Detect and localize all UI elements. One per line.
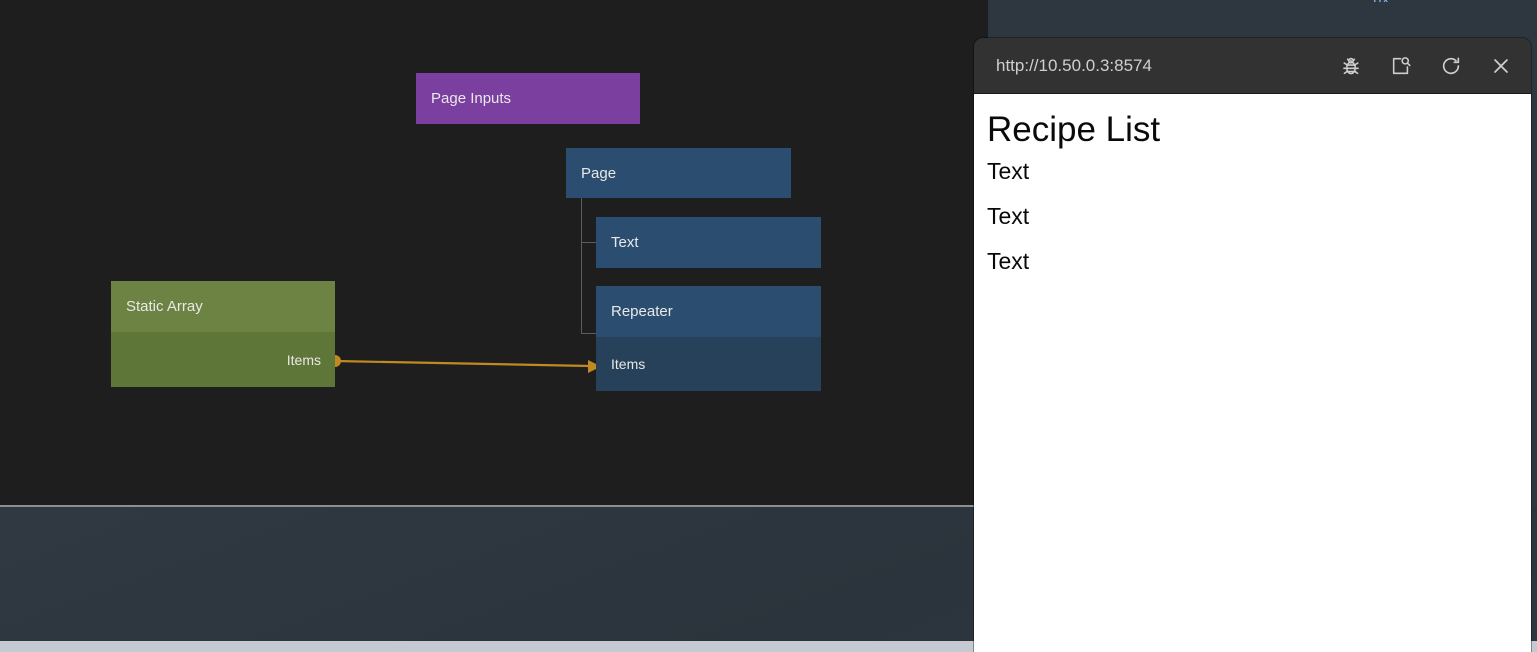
inspect-page-icon[interactable]: [1388, 53, 1413, 78]
tree-connector-stub-text: [581, 242, 596, 243]
browser-page-content: Recipe List Text Text Text: [974, 94, 1531, 652]
output-port-items[interactable]: Items: [111, 332, 335, 387]
node-page[interactable]: Page: [566, 148, 791, 198]
node-page-inputs[interactable]: Page Inputs: [416, 73, 640, 124]
node-header: Page Inputs: [416, 73, 640, 124]
node-text[interactable]: Text: [596, 217, 821, 268]
node-title: Text: [611, 234, 639, 251]
clipped-px-label: px: [1373, 0, 1390, 2]
node-body: Items: [111, 332, 335, 387]
page-text-item: Text: [987, 203, 1030, 230]
bug-icon[interactable]: [1338, 53, 1363, 78]
url-text[interactable]: http://10.50.0.3:8574: [996, 55, 1152, 75]
page-title: Recipe List: [987, 110, 1161, 149]
node-header: Static Array: [111, 281, 335, 332]
connection-edge-line: [334, 359, 591, 368]
node-body: Items: [596, 337, 821, 391]
toolbar-icon-group: [1338, 53, 1513, 78]
node-repeater[interactable]: Repeater Items: [596, 286, 821, 391]
node-header: Text: [596, 217, 821, 268]
node-canvas[interactable]: Page Inputs Page Text Repeater Items: [0, 0, 975, 505]
browser-preview-window[interactable]: http://10.50.0.3:8574: [974, 38, 1531, 652]
input-port-items[interactable]: Items: [596, 337, 821, 391]
node-title: Static Array: [126, 298, 203, 315]
status-strip: [0, 641, 1537, 652]
browser-toolbar: http://10.50.0.3:8574: [974, 38, 1531, 94]
page-text-item: Text: [987, 248, 1030, 275]
port-label: Items: [611, 356, 646, 372]
node-header: Repeater: [596, 286, 821, 337]
reload-icon[interactable]: [1438, 53, 1463, 78]
tree-connector-vertical: [581, 198, 582, 334]
node-header: Page: [566, 148, 791, 198]
page-text-item: Text: [987, 158, 1030, 185]
close-icon[interactable]: [1488, 53, 1513, 78]
node-title: Page: [581, 164, 617, 182]
node-title: Page Inputs: [431, 90, 512, 107]
node-static-array[interactable]: Static Array Items: [111, 281, 335, 387]
node-title: Repeater: [611, 303, 673, 320]
port-label: Items: [286, 351, 321, 368]
tree-connector-stub-repeater: [581, 333, 596, 334]
panel-divider[interactable]: [0, 505, 975, 507]
